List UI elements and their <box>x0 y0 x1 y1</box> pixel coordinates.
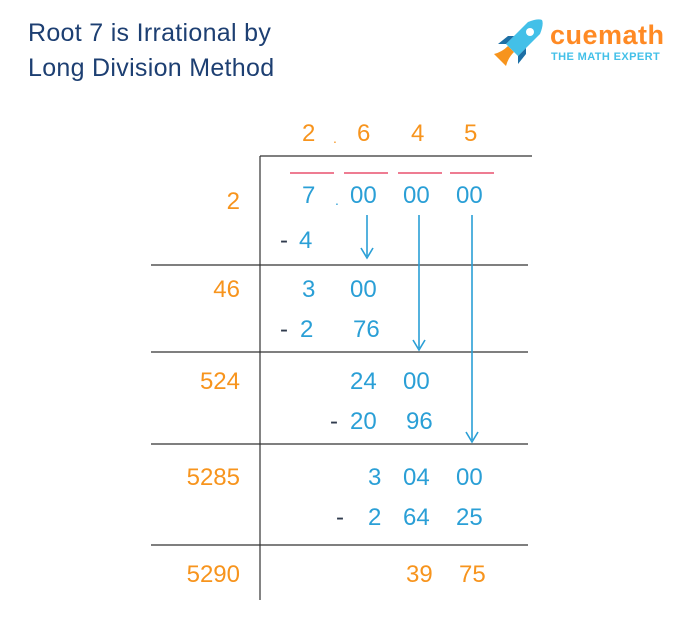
dividend-integer: 7 <box>302 182 316 209</box>
dividend-pair-1: 00 <box>350 182 377 209</box>
remainder-pair: 00 <box>403 368 430 395</box>
rocket-icon <box>494 19 543 66</box>
subtract-value: 4 <box>299 227 313 254</box>
quotient-decimal-point: . <box>333 130 337 146</box>
dividend-decimal-point: . <box>335 192 339 208</box>
remainder-pair: 04 <box>403 464 430 491</box>
title-line-1: Root 7 is Irrational by <box>28 19 272 47</box>
divisor-5: 5290 <box>186 561 240 588</box>
cuemath-logo: cuemath THE MATH EXPERT <box>488 14 673 74</box>
bring-down-arrow-2 <box>412 215 426 352</box>
quotient-digit-3: 4 <box>411 120 425 147</box>
dividend-pair-3: 00 <box>456 182 483 209</box>
remainder-digit: 24 <box>350 368 377 395</box>
title-line-2: Long Division Method <box>28 54 275 82</box>
subtract-digit: 20 <box>350 408 377 435</box>
subtract-pair: 96 <box>406 408 433 435</box>
subtract-pair: 25 <box>456 504 483 531</box>
divisor-1: 2 <box>226 188 240 215</box>
final-remainder-pair-2: 75 <box>459 561 486 588</box>
divisor-2: 46 <box>213 276 240 303</box>
bring-down-arrow-3 <box>465 215 479 444</box>
page-title: Root 7 is Irrational by Long Division Me… <box>28 16 274 86</box>
quotient-digit-1: 2 <box>302 120 316 147</box>
remainder-pair: 00 <box>350 276 377 303</box>
subtract-pair: 64 <box>403 504 430 531</box>
remainder-digit: 3 <box>302 276 316 303</box>
minus-sign: - <box>280 316 288 343</box>
subtract-digit: 2 <box>368 504 382 531</box>
divisor-3: 524 <box>199 368 240 395</box>
remainder-digit: 3 <box>368 464 382 491</box>
quotient-digit-4: 5 <box>464 120 478 147</box>
final-remainder-pair-1: 39 <box>406 561 433 588</box>
brand-tagline: THE MATH EXPERT <box>551 51 661 63</box>
minus-sign: - <box>336 504 344 531</box>
quotient-digit-2: 6 <box>357 120 371 147</box>
minus-sign: - <box>330 408 338 435</box>
subtract-pair: 76 <box>353 316 380 343</box>
remainder-pair: 00 <box>456 464 483 491</box>
minus-sign: - <box>280 227 288 254</box>
dividend-pair-2: 00 <box>403 182 430 209</box>
subtract-digit: 2 <box>300 316 314 343</box>
brand-name: cuemath <box>550 20 665 50</box>
bring-down-arrow-1 <box>360 215 374 260</box>
divisor-4: 5285 <box>186 464 240 491</box>
